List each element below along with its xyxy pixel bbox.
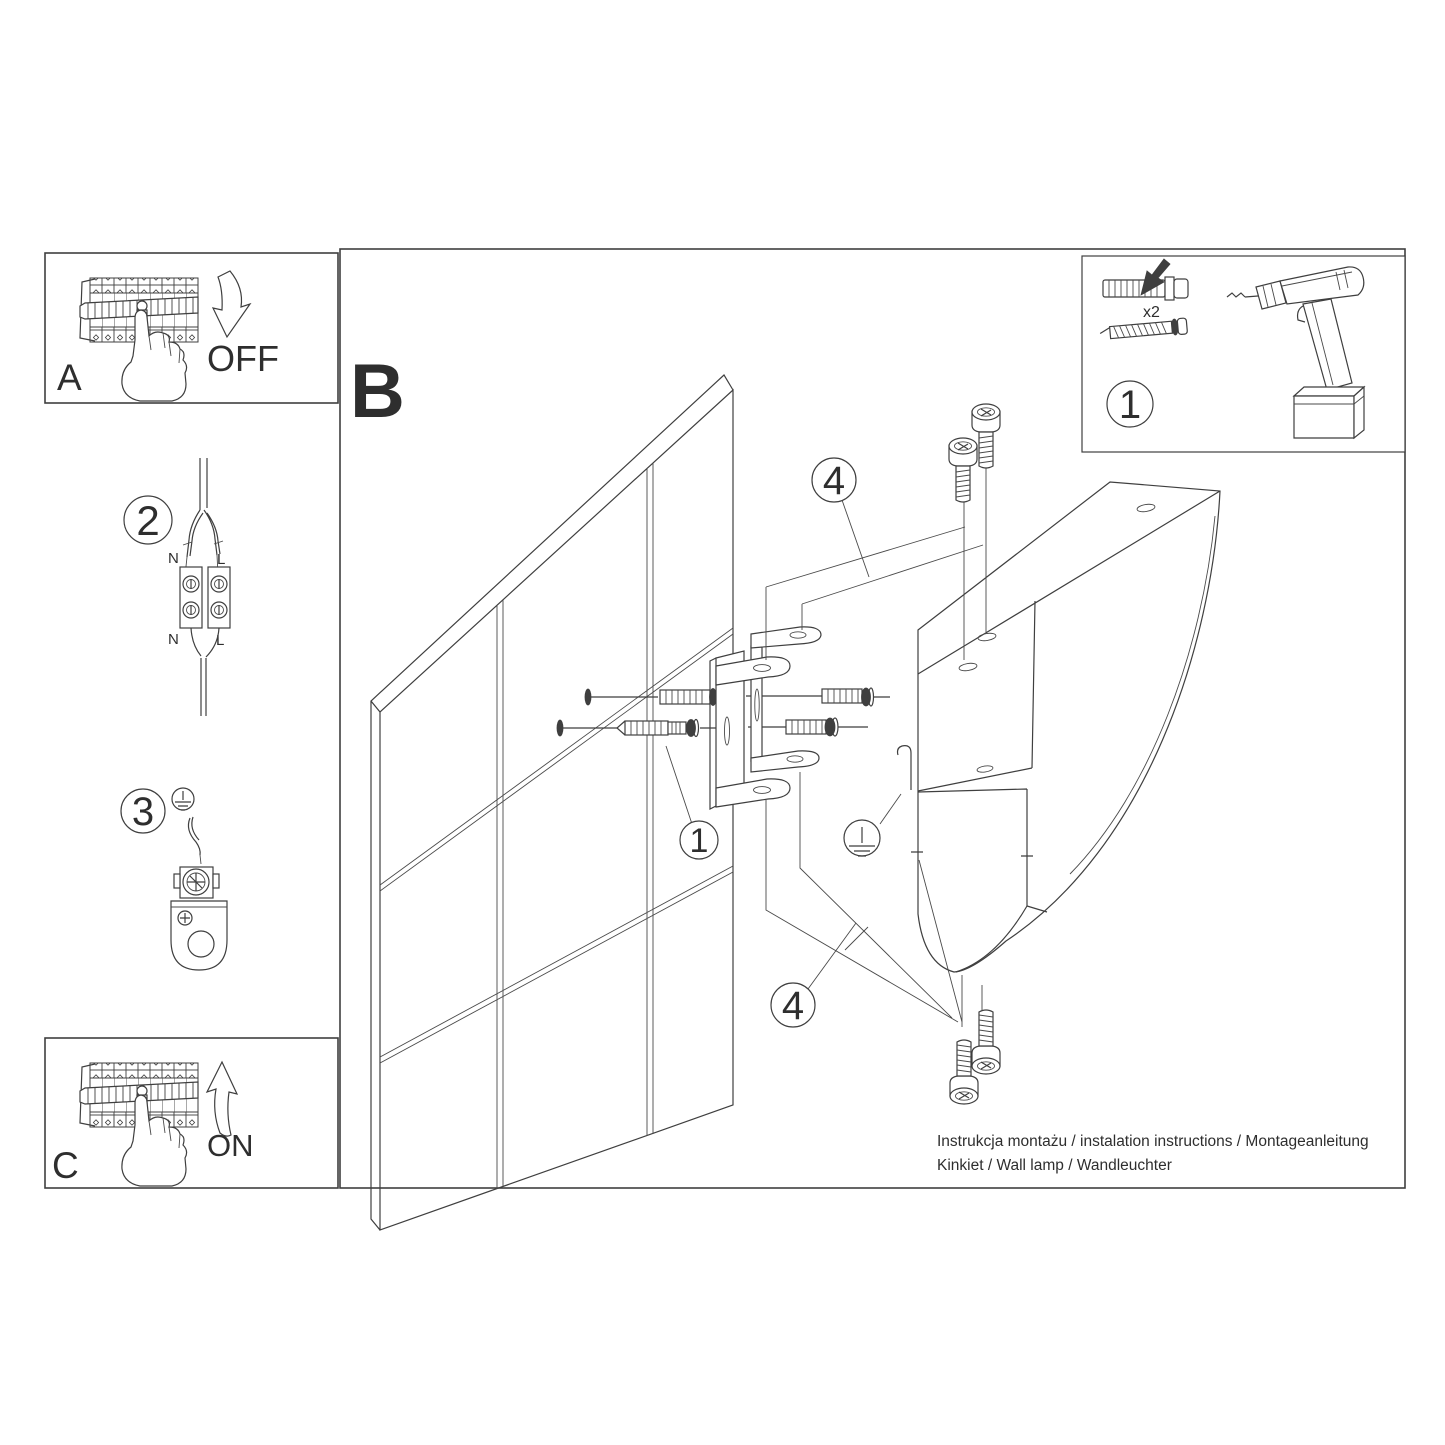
callout-4-bottom-label: 4 xyxy=(782,984,804,1028)
ground-icon xyxy=(849,827,875,857)
step2-number: 2 xyxy=(136,497,159,544)
drill-icon xyxy=(1226,266,1366,440)
callout-4-top: 4 xyxy=(811,457,870,578)
wire-label-n-top: N xyxy=(168,550,179,567)
terminal-block-icon xyxy=(179,566,231,629)
tools-box: x2 1 xyxy=(1081,255,1406,453)
callout-1-bracket: 1 xyxy=(665,745,719,860)
step3-number: 3 xyxy=(132,790,154,834)
ground-wire-hook xyxy=(896,745,912,790)
wall-plug-row-lower xyxy=(556,717,868,738)
wall-plug-icon xyxy=(1102,258,1189,301)
panel-c-label: C xyxy=(52,1145,79,1186)
callout-1-bracket-label: 1 xyxy=(690,822,709,860)
insert-arrow-icon xyxy=(1140,258,1171,296)
panel-a-state: OFF xyxy=(207,338,279,379)
ground-terminal-icon xyxy=(170,866,228,971)
callout-4-top-label: 4 xyxy=(823,459,845,503)
footer-line2: Kinkiet / Wall lamp / Wandleuchter xyxy=(937,1157,1172,1174)
mounting-screws-top xyxy=(948,403,1001,503)
assembly-leader-lines xyxy=(765,466,987,1027)
panel-a-box: OFF A xyxy=(44,252,339,404)
footer-line1: Instrukcja montażu / instalation instruc… xyxy=(937,1133,1369,1150)
panel-c-state: ON xyxy=(207,1128,254,1163)
step2-wiring: 2 N L N L xyxy=(123,458,231,716)
callout-4-bottom: 4 xyxy=(770,922,869,1028)
wall-tiles xyxy=(370,374,734,1231)
section-b-frame xyxy=(339,248,1406,1189)
mounting-bracket xyxy=(709,626,822,810)
off-arrow-icon xyxy=(211,270,252,339)
step3-grounding: 3 xyxy=(120,787,228,971)
quantity-label: x2 xyxy=(1143,304,1160,321)
wire-label-l-top: L xyxy=(217,551,225,568)
wire-label-l-bottom: L xyxy=(216,632,224,649)
on-arrow-icon xyxy=(205,1060,239,1137)
panel-c-box: ON C xyxy=(44,1037,339,1189)
tools-box-number: 1 xyxy=(1119,383,1141,427)
panel-a-label: A xyxy=(57,357,82,398)
wire-label-n-bottom: N xyxy=(168,631,179,648)
screw-icon xyxy=(1099,317,1188,340)
section-b-label: B xyxy=(350,349,405,434)
ground-callout xyxy=(843,793,902,857)
mounting-screws-bottom xyxy=(949,1009,1001,1105)
wall-lamp xyxy=(896,481,1221,973)
